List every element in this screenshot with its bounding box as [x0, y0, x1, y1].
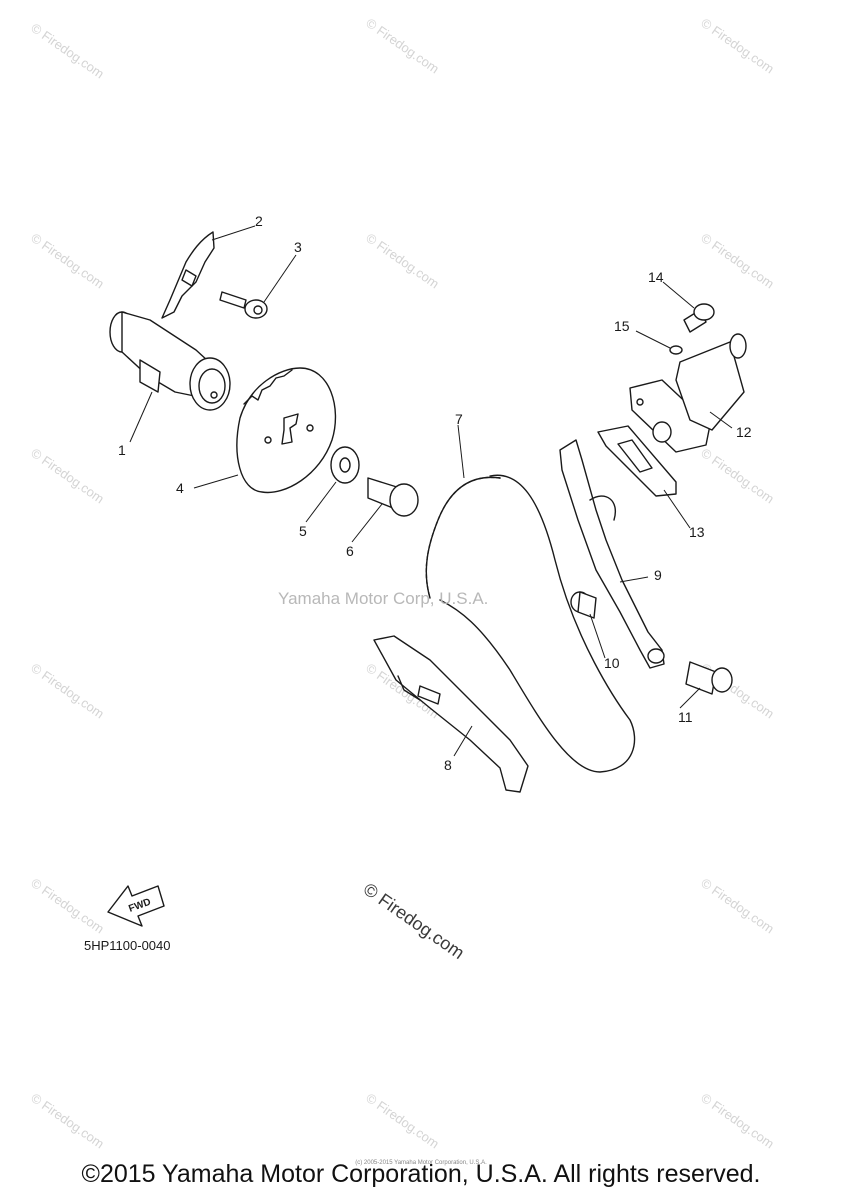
part-10-collar[interactable]	[570, 591, 597, 619]
part-3-bolt[interactable]	[219, 291, 268, 319]
callout-11: 11	[678, 709, 693, 725]
callout-10: 10	[604, 655, 620, 671]
callout-labels: 1 2 3 4 5 6 7 8 9 10 11 12 13 14 15	[118, 213, 752, 773]
watermark-ml1: © Firedog.com	[28, 230, 107, 291]
watermark-ml4: © Firedog.com	[28, 875, 107, 936]
center-watermark: Yamaha Motor Corp, U.S.A.	[278, 589, 488, 608]
part-7-timing-chain[interactable]	[425, 476, 501, 599]
watermark-tr: © Firedog.com	[698, 15, 777, 76]
watermark-br: © Firedog.com	[698, 1090, 777, 1151]
watermark-mr2: © Firedog.com	[698, 445, 777, 506]
callout-12: 12	[736, 424, 752, 440]
part-13-gasket[interactable]	[597, 425, 677, 497]
callout-15: 15	[614, 318, 630, 334]
leader-lines	[129, 225, 733, 757]
callout-13: 13	[689, 524, 705, 540]
part-9-chain-guide[interactable]	[559, 439, 665, 669]
copyright-footer: ©2015 Yamaha Motor Corporation, U.S.A. A…	[81, 1160, 761, 1188]
small-print: (c) 2005-2015 Yamaha Motor Corporation, …	[355, 1160, 487, 1166]
part-2-bracket[interactable]	[161, 231, 215, 319]
callout-6: 6	[346, 543, 354, 559]
callout-1: 1	[118, 442, 126, 458]
callout-2: 2	[255, 213, 263, 229]
part-5-washer[interactable]	[330, 446, 360, 484]
watermark-bc: © Firedog.com	[363, 1090, 442, 1151]
watermark-mr1: © Firedog.com	[698, 230, 777, 291]
part-1-camshaft[interactable]	[109, 311, 231, 411]
part-2-bracket-slot	[181, 269, 197, 287]
watermark-mc1: © Firedog.com	[363, 230, 442, 291]
watermark-ml2: © Firedog.com	[28, 445, 107, 506]
watermark-mr4: © Firedog.com	[698, 875, 777, 936]
watermark-tl: © Firedog.com	[28, 20, 107, 81]
main-watermark: © Firedog.com	[360, 879, 468, 963]
part-8-chain-guide[interactable]	[373, 635, 529, 793]
part-4-cam-sprocket[interactable]	[236, 367, 337, 494]
callout-14: 14	[648, 269, 664, 285]
watermark-grid: © Firedog.com © Firedog.com © Firedog.co…	[28, 15, 777, 1151]
part-6-bolt[interactable]	[367, 477, 419, 517]
callout-7: 7	[455, 411, 463, 427]
watermark-tc: © Firedog.com	[363, 15, 442, 76]
part-14-bolt[interactable]	[683, 303, 715, 333]
callout-3: 3	[294, 239, 302, 255]
callout-4: 4	[176, 480, 184, 496]
callout-8: 8	[444, 757, 452, 773]
diagram-code: 5HP1100-0040	[84, 938, 171, 953]
part-12-chain-tensioner[interactable]	[629, 333, 747, 453]
callout-5: 5	[299, 523, 307, 539]
part-15-washer[interactable]	[669, 345, 683, 355]
watermark-bl: © Firedog.com	[28, 1090, 107, 1151]
timing-chain-loop-outline	[439, 474, 636, 773]
watermark-ml3: © Firedog.com	[28, 660, 107, 721]
fwd-arrow-icon: FWD	[107, 885, 165, 927]
part-11-bolt[interactable]	[685, 661, 733, 695]
part-13-gasket-hole	[617, 439, 653, 473]
callout-9: 9	[654, 567, 662, 583]
